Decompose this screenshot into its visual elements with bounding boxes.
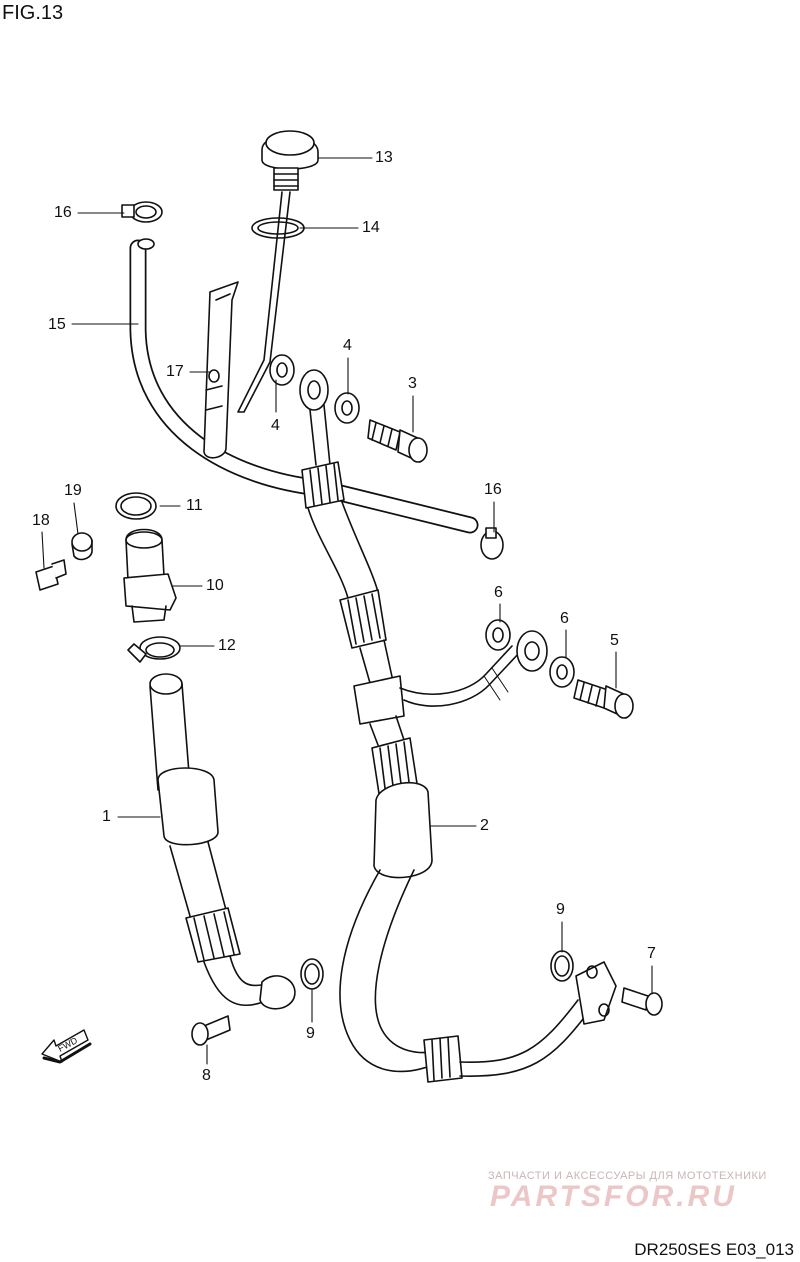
leader-lines (41, 157, 653, 1065)
callout-10: 10 (206, 577, 224, 594)
callout-15: 15 (48, 316, 66, 333)
oil-hose-2 (299, 369, 617, 1083)
figure-title: FIG.13 (2, 2, 64, 24)
bolt-8 (191, 1015, 231, 1046)
callout-7: 7 (647, 945, 656, 962)
bracket-17 (203, 281, 239, 459)
callout-16-right: 16 (484, 481, 502, 498)
callout-12: 12 (218, 637, 236, 654)
washer-4-left (269, 354, 295, 386)
hose-clamp-16-top (121, 201, 163, 223)
oil-hose-1 (149, 673, 296, 1010)
callout-6-right: 6 (560, 610, 569, 627)
watermark-tagline: ЗАПЧАСТИ И АКСЕССУАРЫ ДЛЯ МОТОТЕХНИКИ (488, 1170, 767, 1182)
callout-2: 2 (480, 817, 489, 834)
o-ring-9-right (550, 950, 574, 982)
watermark-logo: PARTSFOR.RU (490, 1180, 737, 1213)
callout-1: 1 (102, 808, 111, 825)
cap-19 (71, 532, 93, 561)
washer-6-left (485, 619, 511, 651)
union-bolt-3 (367, 419, 428, 463)
callout-3: 3 (408, 375, 417, 392)
callout-13: 13 (375, 149, 393, 166)
callout-8: 8 (202, 1067, 211, 1084)
o-ring-9-left (300, 958, 324, 990)
bolt-7 (621, 987, 663, 1016)
callout-18: 18 (32, 512, 50, 529)
callout-11: 11 (186, 497, 203, 514)
callout-4-left: 4 (271, 417, 280, 434)
callout-4-right: 4 (343, 337, 352, 354)
callout-5: 5 (610, 632, 619, 649)
callout-16-top: 16 (54, 204, 72, 221)
callout-17: 17 (166, 363, 184, 380)
bolt-18 (35, 559, 67, 591)
breather-hose-15 (129, 238, 479, 534)
drawing-code: DR250SES E03_013 (634, 1240, 794, 1259)
washer-6-right (549, 656, 575, 688)
fitting-10 (123, 528, 177, 623)
clamp-12 (127, 636, 181, 663)
oil-filler-cap-13 (237, 130, 319, 413)
callout-6-left: 6 (494, 584, 503, 601)
o-ring-11 (115, 492, 157, 520)
washer-4-right (334, 392, 360, 424)
callout-19: 19 (64, 482, 82, 499)
hose-clamp-16-right (480, 527, 504, 560)
callout-14: 14 (362, 219, 380, 236)
fwd-arrow-icon (41, 1029, 92, 1064)
callout-9-left: 9 (306, 1025, 315, 1042)
union-bolt-5 (573, 679, 634, 719)
callout-9-right: 9 (556, 901, 565, 918)
